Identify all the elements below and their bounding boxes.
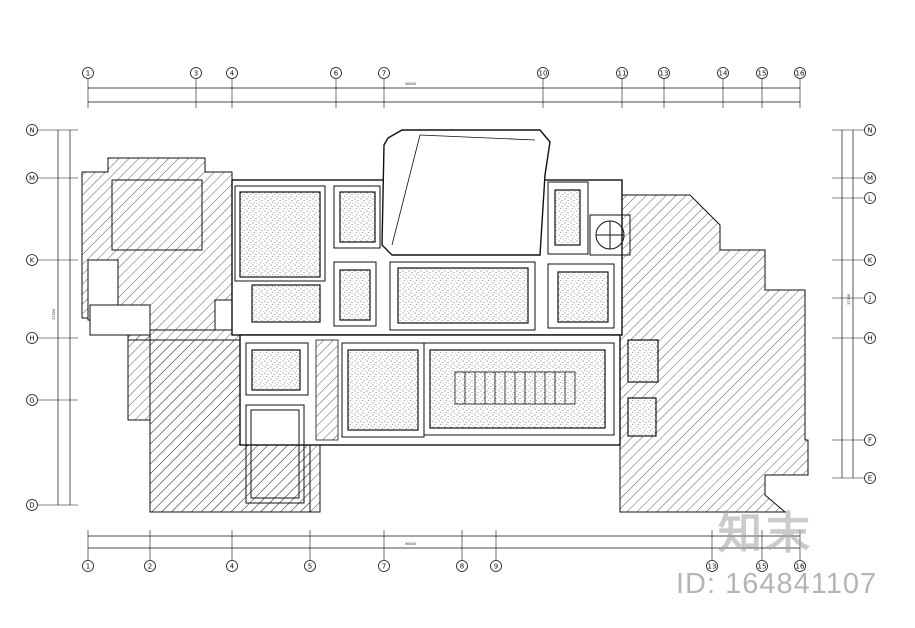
- axis-bottom-9-label: 9: [494, 562, 498, 570]
- axis-top-10-label: 10: [539, 69, 548, 77]
- panel-frames: [234, 181, 615, 504]
- dimension-lines: [57, 87, 854, 549]
- axis-bottom-13-bubble: [706, 560, 718, 572]
- axis-bottom-7-bubble: [378, 560, 390, 572]
- axis-bottom-8-bubble: [456, 560, 468, 572]
- axis-top-16-label: 16: [796, 69, 805, 77]
- ceiling-panels: [239, 189, 659, 437]
- axis-top-1-bubble: [82, 67, 94, 79]
- axis-bottom-16-bubble: [794, 560, 806, 572]
- main-hall: [381, 129, 551, 256]
- corridor-strip: [315, 339, 339, 441]
- axis-right-K-label: K: [868, 256, 873, 264]
- axis-left-H-label: H: [29, 334, 34, 342]
- axis-bottom-15-label: 15: [758, 562, 767, 570]
- axis-bottom: 1 2 4 5 7 8 9 13 15 16: [82, 560, 806, 572]
- axis-bottom-16-label: 16: [796, 562, 805, 570]
- axis-top-15-label: 15: [758, 69, 767, 77]
- axis-top-3-bubble: [190, 67, 202, 79]
- axis-top-6-label: 6: [334, 69, 339, 77]
- axis-top-7-label: 7: [382, 69, 386, 77]
- axis-right-E-bubble: [864, 472, 876, 484]
- axis-bottom-15-bubble: [756, 560, 768, 572]
- dim-right-total: 17300: [847, 294, 851, 305]
- axis-bottom-1-bubble: [82, 560, 94, 572]
- axis-right-M-bubble: [864, 172, 876, 184]
- axis-right-J-bubble: [864, 292, 876, 304]
- axis-bottom-2-label: 2: [148, 562, 152, 570]
- axis-left-D-label: D: [29, 501, 34, 509]
- axis-bottom-9-bubble: [490, 560, 502, 572]
- axis-bottom-1-label: 1: [86, 562, 90, 570]
- dim-bottom-total: 36400: [405, 542, 416, 546]
- axis-left-N-bubble: [26, 124, 38, 136]
- axis-left-N-label: N: [29, 126, 34, 134]
- axis-right-L-label: L: [868, 194, 872, 202]
- axis-left-K-bubble: [26, 254, 38, 266]
- axis-right-N-bubble: [864, 124, 876, 136]
- axis-bottom-5-bubble: [304, 560, 316, 572]
- axis-right-F-label: F: [868, 436, 872, 444]
- axis-left-H-bubble: [26, 332, 38, 344]
- axis-bottom-5-label: 5: [308, 562, 312, 570]
- axis-top-10-bubble: [537, 67, 549, 79]
- axis-ticks: [38, 79, 864, 560]
- staircase: [454, 371, 576, 405]
- axis-left-G-bubble: [26, 394, 38, 406]
- axis-right-K-bubble: [864, 254, 876, 266]
- axis-top-13-label: 13: [660, 69, 669, 77]
- watermark-id: ID: 164841107: [676, 568, 878, 600]
- axis-top-4-bubble: [226, 67, 238, 79]
- axis-left: N M K H G D: [26, 124, 38, 511]
- axis-top-16-bubble: [794, 67, 806, 79]
- axis-left-M-label: M: [29, 174, 35, 182]
- axis-right-L-bubble: [864, 192, 876, 204]
- lift-circle: [589, 214, 631, 256]
- axis-top-11-label: 11: [618, 69, 627, 77]
- axis-left-M-bubble: [26, 172, 38, 184]
- axis-top-13-bubble: [658, 67, 670, 79]
- dimension-texts: 36400 36400 17300 17300: [52, 82, 851, 546]
- axis-right: N M L K J H F E: [864, 124, 876, 484]
- axis-left-D-bubble: [26, 499, 38, 511]
- axis-top-1-label: 1: [86, 69, 90, 77]
- axis-right-H-label: H: [867, 334, 872, 342]
- axis-bottom-8-label: 8: [460, 562, 464, 570]
- axis-left-G-label: G: [29, 396, 34, 404]
- axis-top-6-bubble: [330, 67, 342, 79]
- axis-bottom-2-bubble: [144, 560, 156, 572]
- axis-bottom-7-label: 7: [382, 562, 386, 570]
- axis-right-H-bubble: [864, 332, 876, 344]
- watermark-logo: 知末: [718, 508, 814, 559]
- axis-top-14-label: 14: [719, 69, 728, 77]
- axis-bottom-13-label: 13: [708, 562, 717, 570]
- axis-right-J-label: J: [868, 294, 871, 302]
- axis-right-M-label: M: [867, 174, 873, 182]
- axis-bottom-4-label: 4: [230, 562, 235, 570]
- dim-top-total: 36400: [405, 82, 416, 86]
- axis-right-N-label: N: [867, 126, 872, 134]
- axis-right-E-label: E: [868, 474, 872, 482]
- axis-left-K-label: K: [30, 256, 35, 264]
- axis-top-4-label: 4: [230, 69, 235, 77]
- axis-top-3-label: 3: [194, 69, 198, 77]
- axis-top-15-bubble: [756, 67, 768, 79]
- axis-top-7-bubble: [378, 67, 390, 79]
- dim-left-total: 17300: [52, 309, 56, 320]
- axis-bottom-4-bubble: [226, 560, 238, 572]
- axis-top-14-bubble: [717, 67, 729, 79]
- right-wing: [619, 194, 809, 513]
- axis-top-11-bubble: [616, 67, 628, 79]
- axis-right-F-bubble: [864, 434, 876, 446]
